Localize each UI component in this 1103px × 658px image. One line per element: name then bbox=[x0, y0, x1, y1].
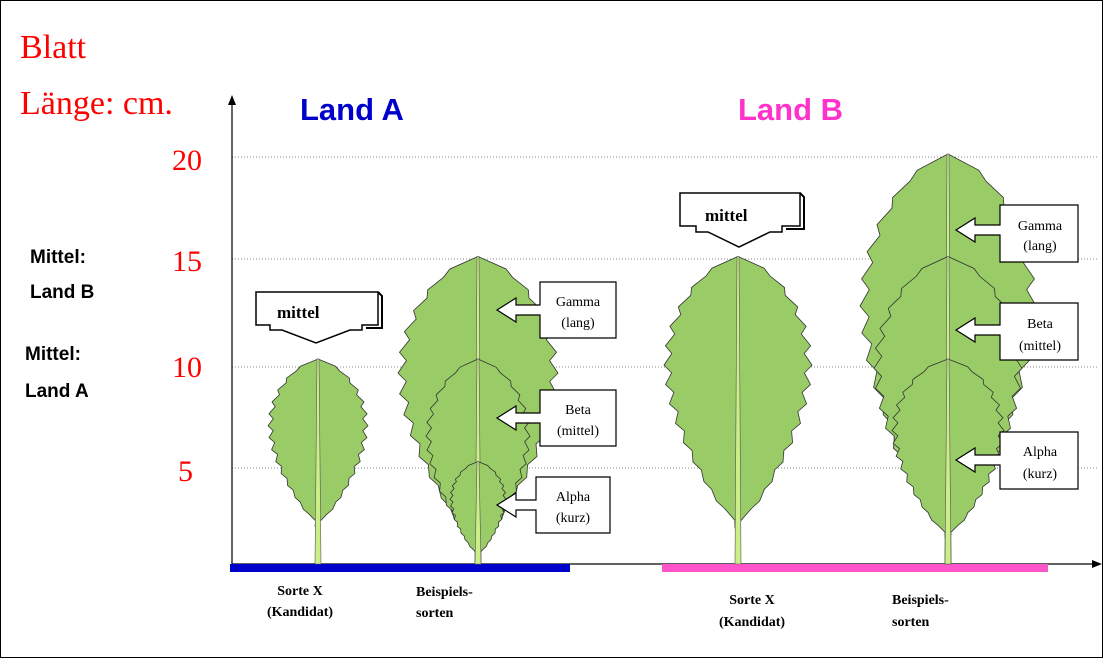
callout-b-alpha-line2: (kurz) bbox=[1023, 467, 1058, 482]
region-label-land-a: Land A bbox=[300, 92, 404, 127]
leaf-a-alpha bbox=[449, 461, 507, 565]
x-label-a-examples-line1: Beispiels- bbox=[416, 585, 473, 600]
callout-b-alpha-line1: Alpha bbox=[1023, 445, 1058, 460]
land-b-bar bbox=[662, 564, 1048, 572]
callout-b-gamma: Gamma (lang) bbox=[954, 204, 1079, 263]
x-label-a-examples-line2: sorten bbox=[416, 606, 454, 621]
callout-b-beta: Beta (mittel) bbox=[954, 302, 1079, 361]
callout-mittel-a: mittel bbox=[255, 291, 383, 344]
callout-a-gamma-line2: (lang) bbox=[561, 316, 595, 331]
x-label-a-candidate-line2: (Kandidat) bbox=[267, 605, 333, 620]
title-line2: Länge: cm. bbox=[20, 85, 173, 122]
callout-b-gamma-line1: Gamma bbox=[1018, 219, 1063, 234]
callout-a-gamma: Gamma (lang) bbox=[495, 281, 617, 339]
callout-a-gamma-line1: Gamma bbox=[556, 295, 601, 310]
leaf-a-alpha-midrib bbox=[474, 461, 482, 565]
x-label-a-candidate-line1: Sorte X bbox=[277, 584, 323, 599]
callout-a-beta-line1: Beta bbox=[565, 403, 591, 418]
mean-land-a-line2: Land A bbox=[25, 381, 89, 402]
tick-label-20: 20 bbox=[172, 144, 202, 177]
mean-land-a-line1: Mittel: bbox=[25, 344, 81, 365]
callout-a-alpha-line2: (kurz) bbox=[556, 511, 591, 526]
callout-mittel-b: mittel bbox=[679, 192, 805, 248]
callout-a-beta-line2: (mittel) bbox=[557, 424, 599, 439]
callout-b-alpha: Alpha (kurz) bbox=[954, 431, 1079, 490]
callout-a-alpha-line1: Alpha bbox=[556, 490, 591, 505]
y-axis-arrow bbox=[228, 95, 236, 105]
x-label-b-candidate-line2: (Kandidat) bbox=[719, 615, 785, 630]
callout-a-beta: Beta (mittel) bbox=[495, 389, 617, 447]
mean-land-b-line2: Land B bbox=[30, 282, 94, 303]
mean-land-b-line1: Mittel: bbox=[30, 247, 86, 268]
leaves-layer bbox=[267, 153, 1037, 565]
tick-label-5: 5 bbox=[178, 455, 193, 488]
x-label-b-candidate-line1: Sorte X bbox=[729, 593, 775, 608]
callout-b-beta-line1: Beta bbox=[1027, 317, 1053, 332]
leaf-b-alpha bbox=[891, 358, 1005, 565]
leaf-b-candidate-midrib bbox=[734, 256, 742, 565]
land-a-bar bbox=[230, 564, 570, 572]
callout-mittel-a-text: mittel bbox=[277, 303, 320, 322]
leaf-b-candidate bbox=[663, 256, 813, 565]
tick-label-15: 15 bbox=[172, 245, 202, 278]
callout-mittel-b-text: mittel bbox=[705, 206, 748, 225]
x-label-b-examples-line2: sorten bbox=[892, 615, 930, 630]
callout-b-gamma-line2: (lang) bbox=[1023, 239, 1057, 254]
callout-a-alpha: Alpha (kurz) bbox=[495, 476, 611, 534]
x-label-b-examples-line1: Beispiels- bbox=[892, 593, 949, 608]
leaf-a-candidate bbox=[267, 358, 369, 565]
tick-label-10: 10 bbox=[172, 351, 202, 384]
x-axis-arrow bbox=[1092, 560, 1102, 568]
title-line1: Blatt bbox=[20, 29, 87, 66]
callout-b-beta-line2: (mittel) bbox=[1019, 339, 1061, 354]
leaf-b-alpha-midrib bbox=[944, 358, 952, 565]
region-label-land-b: Land B bbox=[738, 92, 843, 127]
leaf-a-candidate-midrib bbox=[314, 358, 322, 565]
